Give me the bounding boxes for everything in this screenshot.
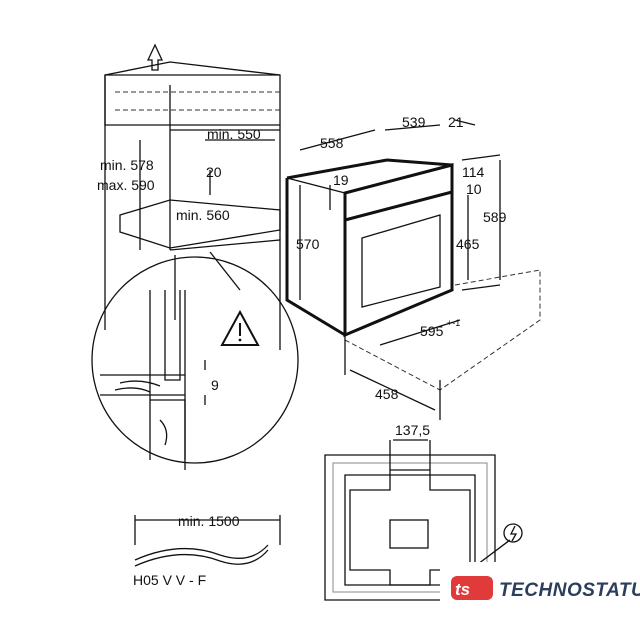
- label-front-width: 595: [420, 323, 444, 339]
- technostatus-logo: ts TECHNOSTATUS: [440, 562, 640, 640]
- label-vent-gap: 20: [206, 164, 222, 180]
- label-niche-height-max: max. 590: [97, 177, 155, 193]
- label-front-height: 589: [483, 209, 507, 225]
- svg-text:ts: ts: [455, 580, 470, 599]
- label-panel-height: 114: [462, 164, 485, 180]
- label-oven-body-depth: 539: [402, 114, 426, 130]
- label-cable-type: H05 V V - F: [133, 572, 206, 588]
- label-top-offset: 19: [333, 172, 349, 188]
- power-cable: [134, 515, 281, 567]
- label-oven-depth-total: 558: [320, 135, 344, 151]
- label-front-thickness: 21: [448, 114, 464, 130]
- label-cable-offset: 137,5: [395, 422, 430, 438]
- cabinet-niche: [104, 61, 281, 350]
- label-body-height: 570: [296, 236, 320, 252]
- label-body-width: 458: [375, 386, 399, 402]
- label-niche-depth: min. 560: [176, 207, 230, 223]
- label-cable-length: min. 1500: [178, 513, 240, 529]
- label-niche-width: min. 550: [207, 126, 261, 142]
- warning-triangle-icon: [220, 309, 260, 346]
- electrical-symbol-icon: [503, 523, 523, 543]
- label-niche-height-min: min. 578: [100, 157, 154, 173]
- label-shelf-gap: 9: [211, 377, 219, 393]
- detail-circle: [91, 251, 299, 470]
- label-panel-gap: 10: [466, 181, 482, 197]
- oven-body: [285, 119, 541, 420]
- logo-text: TECHNOSTATUS: [499, 580, 640, 601]
- label-front-width-tolerance: +-1: [447, 318, 460, 328]
- label-door-height: 465: [456, 236, 480, 252]
